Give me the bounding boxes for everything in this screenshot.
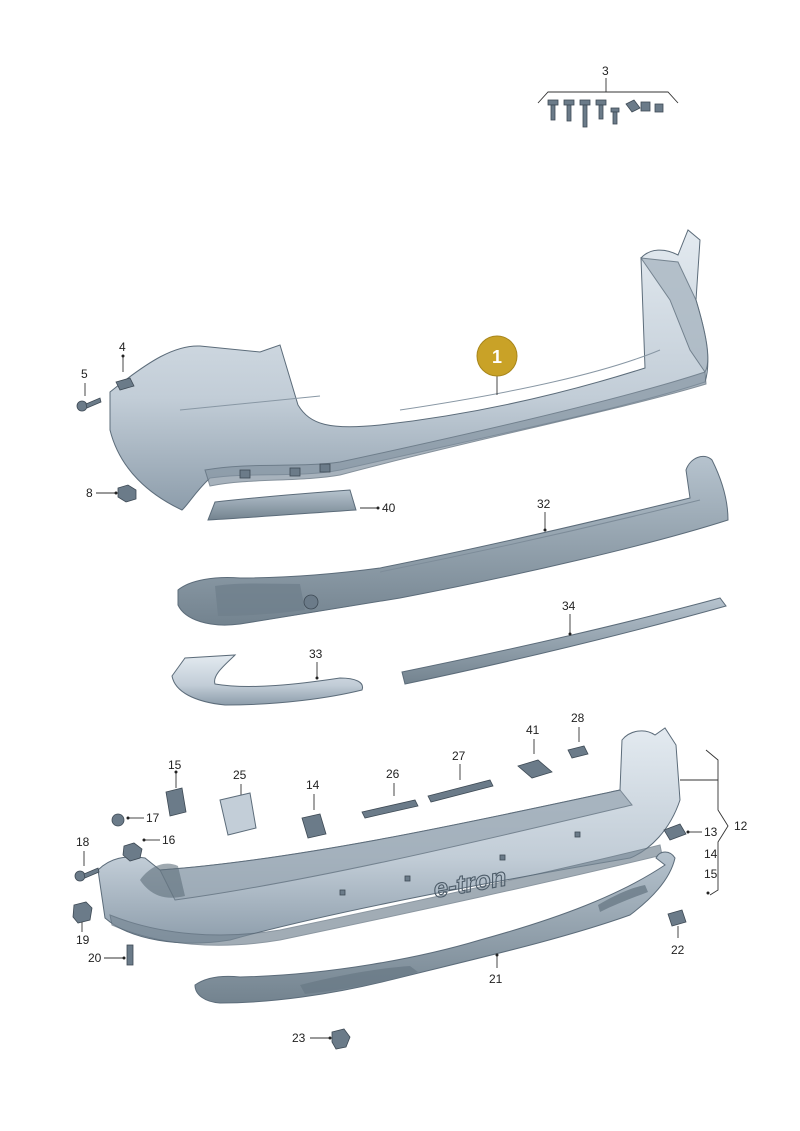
bracket-15: 15 bbox=[165, 758, 187, 817]
callout-32: 32 bbox=[537, 497, 551, 511]
screw-5: 5 bbox=[76, 367, 102, 412]
callout-14: 14 bbox=[704, 847, 718, 861]
screw-icon bbox=[126, 944, 134, 966]
lower-trim-21: 21 bbox=[194, 851, 676, 1004]
callout-12: 12 bbox=[734, 819, 748, 833]
grille-26: 26 bbox=[361, 767, 419, 819]
callout-5: 5 bbox=[81, 367, 88, 381]
cap-icon bbox=[663, 823, 687, 841]
screw-icon bbox=[76, 397, 102, 412]
fastener-set-3: 3 bbox=[537, 64, 679, 128]
nut-8: 8 bbox=[86, 484, 137, 503]
clip-icon bbox=[115, 377, 135, 391]
clip-icon bbox=[567, 745, 589, 759]
cap-13: 13 bbox=[663, 823, 718, 841]
clip-icon bbox=[331, 1028, 351, 1050]
callout-18: 18 bbox=[76, 835, 90, 849]
nut-icon bbox=[122, 842, 143, 862]
lower-bumper-12: e-tron bbox=[97, 727, 681, 946]
callout-1-badge[interactable]: 1 bbox=[476, 335, 518, 395]
clip-4: 4 bbox=[115, 340, 135, 391]
nut-icon bbox=[117, 484, 137, 503]
callout-19: 19 bbox=[76, 933, 90, 947]
callout-21: 21 bbox=[489, 972, 503, 986]
clip-19: 19 bbox=[72, 901, 93, 947]
callout-22: 22 bbox=[671, 943, 685, 957]
callout-27: 27 bbox=[452, 749, 466, 763]
screw-17: 17 bbox=[111, 811, 160, 827]
callout-13: 13 bbox=[704, 825, 718, 839]
screw-icon bbox=[547, 99, 664, 128]
cover-25: 25 bbox=[219, 768, 257, 836]
bracket-14: 14 bbox=[301, 778, 327, 839]
cap-icon bbox=[667, 909, 687, 927]
callout-20: 20 bbox=[88, 951, 102, 965]
diffuser-32: 32 bbox=[177, 455, 729, 626]
bumper-mounting-tabs bbox=[239, 463, 331, 479]
callout-34: 34 bbox=[562, 599, 576, 613]
callout-33: 33 bbox=[309, 647, 323, 661]
sensor-icon bbox=[303, 594, 319, 610]
callout-8: 8 bbox=[86, 486, 93, 500]
bracket-icon bbox=[165, 787, 187, 817]
callout-3: 3 bbox=[602, 64, 609, 78]
callout-40: 40 bbox=[382, 501, 396, 515]
callout-15: 15 bbox=[168, 758, 182, 772]
screw-18: 18 bbox=[74, 835, 100, 882]
clip-23: 23 bbox=[292, 1028, 351, 1050]
bracket-icon bbox=[301, 813, 327, 839]
screw-20: 20 bbox=[88, 944, 134, 966]
screw-icon bbox=[111, 813, 125, 827]
callout-1: 1 bbox=[492, 347, 502, 367]
callout-4: 4 bbox=[119, 340, 126, 354]
callout-16: 16 bbox=[162, 833, 176, 847]
callout-28: 28 bbox=[571, 711, 585, 725]
nut-16: 16 bbox=[122, 833, 176, 862]
bracket-callout-12: 12 14 15 bbox=[680, 749, 748, 896]
callout-26: 26 bbox=[386, 767, 400, 781]
grille-27: 27 bbox=[427, 749, 494, 803]
slot-holes bbox=[339, 831, 581, 896]
callout-17: 17 bbox=[146, 811, 160, 825]
bracket-icon bbox=[517, 759, 553, 779]
callout-14a: 14 bbox=[306, 778, 320, 792]
screw-icon bbox=[74, 870, 86, 882]
trim-strip-34: 34 bbox=[401, 597, 727, 685]
bracket-41: 41 bbox=[517, 723, 553, 779]
bumper-cover-1 bbox=[109, 229, 709, 511]
callout-23: 23 bbox=[292, 1031, 306, 1045]
callout-41: 41 bbox=[526, 723, 540, 737]
callout-15b: 15 bbox=[704, 867, 718, 881]
clip-28: 28 bbox=[567, 711, 589, 759]
callout-25: 25 bbox=[233, 768, 247, 782]
trim-33: 33 bbox=[171, 647, 364, 706]
trim-strip-40: 40 bbox=[207, 489, 396, 521]
cap-22: 22 bbox=[667, 909, 687, 957]
clip-icon bbox=[72, 901, 93, 924]
